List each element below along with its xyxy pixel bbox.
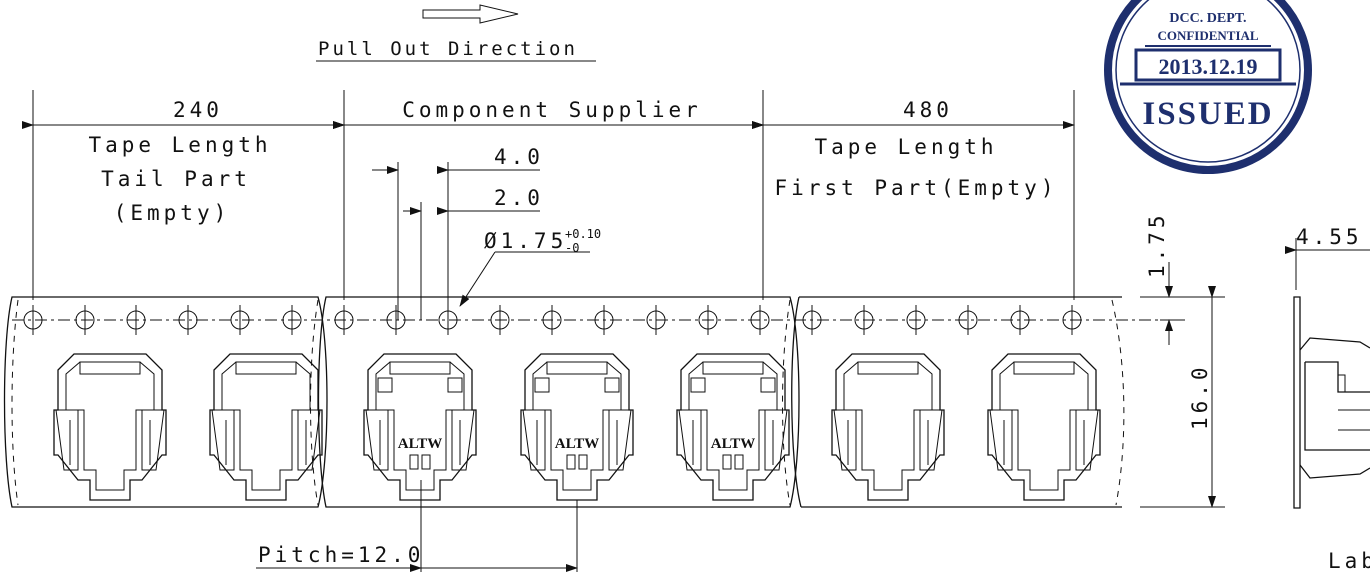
stamp-confidential: CONFIDENTIAL: [1157, 28, 1258, 43]
component-pockets: ALTW ALTW ALTW: [53, 353, 1101, 501]
hole-tol-plus: +0.10: [565, 227, 601, 241]
stamp-dept: DCC. DEPT.: [1169, 11, 1246, 26]
sprocket-hole: [698, 305, 718, 335]
side-view-label: Lab: [1328, 549, 1370, 572]
first-title-line-1: Tape Length: [814, 135, 997, 159]
component-marking: ALTW: [555, 436, 599, 452]
pitch-value: Pitch=12.0: [258, 543, 424, 567]
sprocket-hole: [802, 305, 822, 335]
empty-pocket: [831, 353, 945, 501]
empty-pocket: [53, 353, 167, 501]
issued-stamp: DCC. DEPT. CONFIDENTIAL 2013.12.19 ISSUE…: [1104, 0, 1312, 174]
sprocket-hole: [490, 305, 510, 335]
tape-width-dimensions: 1.75 16.0: [1140, 211, 1225, 508]
sprocket-hole: [1010, 305, 1030, 335]
sprocket-hole: [126, 305, 146, 335]
pull-out-direction-label: Pull Out Direction: [318, 38, 578, 60]
hole-pitch-value: 4.0: [494, 145, 544, 169]
tape-width-value: 16.0: [1188, 363, 1212, 430]
component-marking: ALTW: [398, 436, 442, 452]
sprocket-hole: [178, 305, 198, 335]
sprocket-hole: [75, 305, 95, 335]
stamp-date: 2013.12.19: [1159, 54, 1258, 79]
pocket-with-component: ALTW: [363, 353, 477, 501]
sprocket-hole: [438, 305, 458, 335]
hole-offset-value: 2.0: [494, 186, 544, 210]
first-title-line-2: First Part(Empty): [775, 176, 1058, 200]
side-depth-value: 4.55: [1296, 225, 1363, 249]
sprocket-hole: [386, 305, 406, 335]
sprocket-hole: [230, 305, 250, 335]
edge-to-hole-value: 1.75: [1145, 211, 1169, 278]
sprocket-hole: [542, 305, 562, 335]
hole-diameter-value: Ø1.75: [484, 229, 567, 253]
sprocket-hole: [646, 305, 666, 335]
sprocket-hole: [906, 305, 926, 335]
tail-title-line-2: Tail Part: [101, 167, 251, 191]
direction-arrow-icon: [422, 4, 519, 24]
section-dimensions: 240 Tape Length Tail Part (Empty) Compon…: [22, 90, 1075, 300]
empty-pocket: [987, 353, 1101, 501]
hole-pitch-dimensions: 4.0 2.0 Ø1.75 +0.10 -0: [372, 145, 601, 320]
sprocket-hole: [334, 305, 354, 335]
carrier-tape: [3, 296, 1182, 508]
sprocket-hole: [23, 305, 43, 335]
sprocket-hole: [1062, 305, 1082, 335]
sprocket-hole: [282, 305, 302, 335]
sprocket-holes: [23, 305, 1082, 335]
pull-out-direction: Pull Out Direction: [316, 4, 596, 62]
pitch-dimension: Pitch=12.0: [256, 480, 578, 572]
tail-title-line-1: Tape Length: [88, 133, 271, 157]
tail-length-value: 240: [173, 98, 223, 122]
sprocket-hole: [750, 305, 770, 335]
stamp-status: ISSUED: [1142, 96, 1273, 132]
hole-tol-minus: -0: [565, 241, 579, 255]
sprocket-hole: [854, 305, 874, 335]
first-length-value: 480: [903, 98, 953, 122]
sprocket-hole: [594, 305, 614, 335]
component-supplier-label: Component Supplier: [402, 98, 702, 122]
tail-title-line-3: (Empty): [114, 201, 231, 225]
pocket-with-component: ALTW: [676, 353, 790, 501]
empty-pocket: [209, 353, 323, 501]
pocket-with-component: ALTW: [520, 353, 634, 501]
sprocket-hole: [958, 305, 978, 335]
side-view: 4.55 Lab: [1285, 225, 1370, 572]
component-marking: ALTW: [711, 436, 755, 452]
